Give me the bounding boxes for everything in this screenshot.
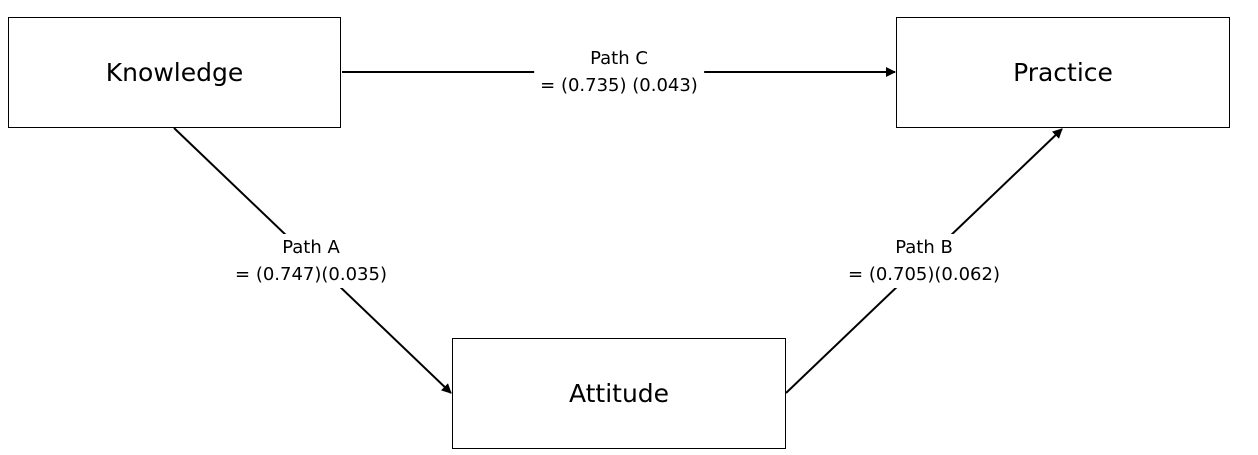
practice-node: Practice <box>896 17 1230 128</box>
path-c-value: = (0.735) (0.043) <box>540 75 698 96</box>
practice-label: Practice <box>1013 58 1113 87</box>
path-c-label: Path C = (0.735) (0.043) <box>534 45 704 99</box>
attitude-node: Attitude <box>452 338 786 449</box>
knowledge-node: Knowledge <box>8 17 341 128</box>
path-b-value: = (0.705)(0.062) <box>848 264 1000 285</box>
attitude-label: Attitude <box>568 379 670 408</box>
path-b-label: Path B = (0.705)(0.062) <box>844 234 1004 288</box>
path-b-name: Path B <box>895 237 953 258</box>
knowledge-label: Knowledge <box>105 58 244 87</box>
path-a-name: Path A <box>282 237 340 258</box>
path-c-name: Path C <box>590 48 648 69</box>
path-a-value: = (0.747)(0.035) <box>235 264 387 285</box>
path-a-label: Path A = (0.747)(0.035) <box>231 234 391 288</box>
